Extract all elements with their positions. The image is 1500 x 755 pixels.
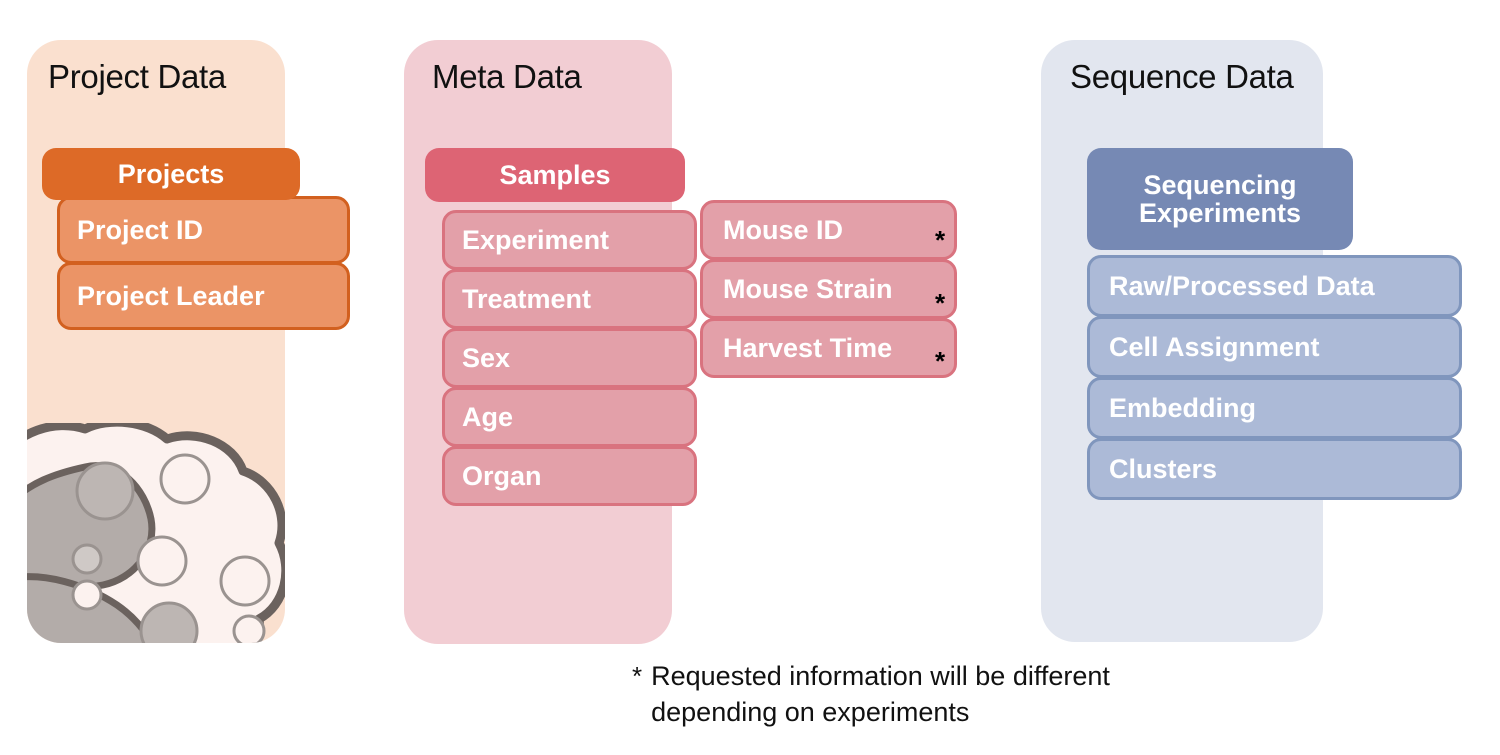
attribute-label: Clusters — [1109, 453, 1218, 484]
attribute-row-harvest-time[interactable]: Harvest Time — [700, 318, 957, 378]
panel-title-meta-data: Meta Data — [432, 58, 582, 95]
attribute-label: Project Leader — [77, 280, 265, 311]
attribute-label: Organ — [462, 460, 542, 491]
attribute-row-sex[interactable]: Sex — [442, 328, 697, 388]
footnote-asterisk-marker: * — [632, 661, 643, 691]
entity-header-projects[interactable]: Projects — [42, 148, 300, 200]
attribute-label: Treatment — [462, 283, 592, 314]
attribute-label: Experiment — [462, 224, 610, 255]
panel-project-data — [27, 40, 285, 643]
attribute-row-treatment[interactable]: Treatment — [442, 269, 697, 329]
attribute-row-cell-assignment[interactable]: Cell Assignment — [1087, 316, 1462, 378]
footnote: * Requested information will be differen… — [632, 659, 1252, 730]
attribute-label: Cell Assignment — [1109, 331, 1320, 362]
attribute-row-experiment[interactable]: Experiment — [442, 210, 697, 270]
panel-title-project-data: Project Data — [48, 58, 226, 95]
attribute-row-project-id[interactable]: Project ID — [57, 196, 350, 264]
attribute-row-organ[interactable]: Organ — [442, 446, 697, 506]
footnote-text: Requested information will be different … — [651, 661, 1110, 727]
attribute-row-project-leader[interactable]: Project Leader — [57, 262, 350, 330]
attribute-label: Mouse Strain — [723, 273, 893, 304]
asterisk-marker-mouse-id: * — [935, 225, 946, 255]
attribute-row-raw-processed-data[interactable]: Raw/Processed Data — [1087, 255, 1462, 317]
attribute-row-embedding[interactable]: Embedding — [1087, 377, 1462, 439]
attribute-label: Harvest Time — [723, 332, 893, 363]
attribute-row-mouse-id[interactable]: Mouse ID — [700, 200, 957, 260]
entity-header-sequencing-experiments[interactable]: Sequencing Experiments — [1087, 148, 1353, 250]
attribute-label: Mouse ID — [723, 214, 844, 245]
attribute-label: Embedding — [1109, 392, 1256, 423]
attribute-row-mouse-strain[interactable]: Mouse Strain — [700, 259, 957, 319]
attribute-label: Age — [462, 401, 514, 432]
panel-title-sequence-data: Sequence Data — [1070, 58, 1294, 95]
attribute-row-age[interactable]: Age — [442, 387, 697, 447]
attribute-label: Sex — [462, 342, 511, 373]
entity-header-samples[interactable]: Samples — [425, 148, 685, 202]
asterisk-marker-harvest-time: * — [935, 346, 946, 376]
attribute-label: Raw/Processed Data — [1109, 270, 1375, 301]
entity-header-line-2: Experiments — [1138, 198, 1302, 228]
asterisk-marker-mouse-strain: * — [935, 288, 946, 318]
entity-header-line-1: Sequencing — [1143, 169, 1297, 200]
attribute-row-clusters[interactable]: Clusters — [1087, 438, 1462, 500]
attribute-label: Project ID — [77, 214, 204, 245]
cell-illustration-icon — [27, 423, 285, 643]
